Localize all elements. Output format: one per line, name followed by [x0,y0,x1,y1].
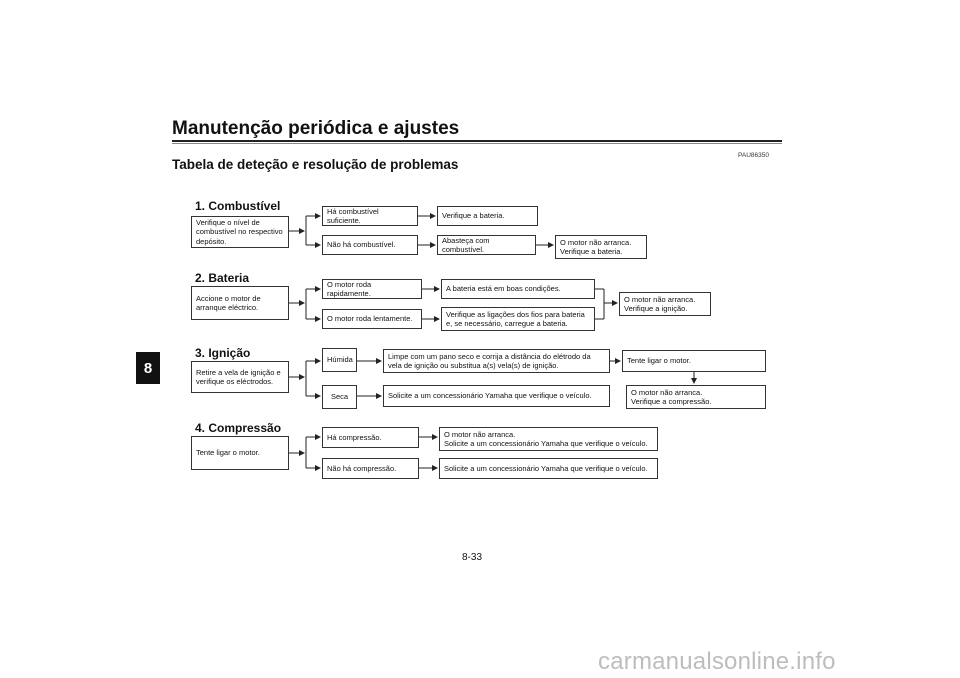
section-title-ignicao: 3. Ignição [195,346,251,360]
watermark: carmanualsonline.info [598,648,836,675]
action-contact-dealer: Solicite a um concessionário Yamaha que … [383,385,610,407]
action-check-battery-wires: Verifique as ligações dos fios para bate… [441,307,595,331]
result-check-ignition: O motor não arranca. Verifique a ignição… [619,292,711,316]
action-try-start: Tente ligar o motor. [622,350,766,372]
page-number: 8-33 [462,552,483,563]
section-code: PAU86350 [738,152,769,159]
condition-turns-slow: O motor roda lentamente. [322,309,422,329]
step-remove-spark-plug: Retire a vela de ignição e verifique os … [191,361,289,393]
page-title: Manutenção periódica e ajustes [172,118,460,139]
condition-enough-fuel: Há combustível suficiente. [322,206,418,226]
condition-no-fuel: Não há combustível. [322,235,418,255]
action-contact-dealer-no-compression: Solicite a um concessionário Yamaha que … [439,458,658,479]
step-try-start-motor: Tente ligar o motor. [191,436,289,470]
section-title-compressao: 4. Compressão [195,421,282,435]
step-start-motor: Accione o motor de arranque eléctrico. [191,286,289,320]
condition-no-compression: Não há compressão. [322,458,419,479]
condition-turns-fast: O motor roda rapidamente. [322,279,422,299]
action-clean-spark-plug: Limpe com um pano seco e corrija a distâ… [383,349,610,373]
action-contact-dealer-compression: O motor não arranca. Solicite a um conce… [439,427,658,451]
condition-wet: Húmida [322,348,357,372]
result-check-battery: O motor não arranca. Verifique a bateria… [555,235,647,259]
title-rule [172,140,782,142]
result-check-compression: O motor não arranca. Verifique a compres… [626,385,766,409]
condition-has-compression: Há compressão. [322,427,419,448]
action-check-battery: Verifique a bateria. [437,206,538,226]
section-title-bateria: 2. Bateria [195,271,250,285]
action-refuel: Abasteça com combustível. [437,235,536,255]
step-check-fuel: Verifique o nível de combustível no resp… [191,216,289,248]
condition-dry: Seca [322,385,357,409]
action-battery-ok: A bateria está em boas condições. [441,279,595,299]
chapter-tab: 8 [136,352,160,384]
title-rule-thin [172,143,782,144]
section-title-combustivel: 1. Combustível [195,199,281,213]
section-subtitle: Tabela de deteção e resolução de problem… [172,157,459,172]
